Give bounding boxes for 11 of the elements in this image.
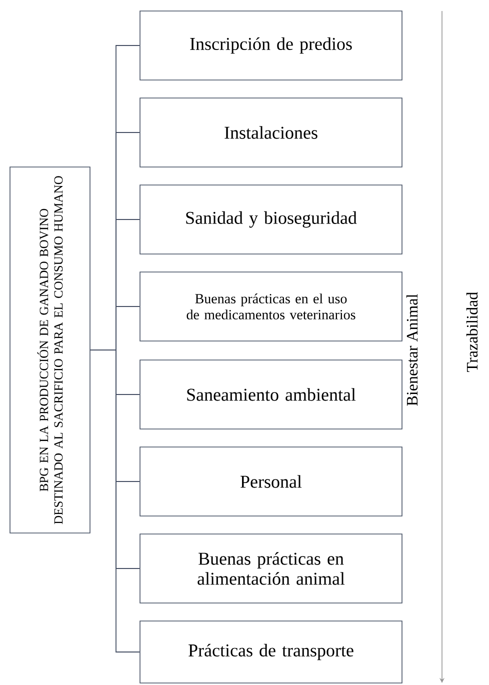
category-box: Instalaciones — [140, 98, 402, 168]
category-box: Buenas prácticas en alimentación animal — [140, 534, 402, 604]
category-box: Personal — [140, 446, 402, 516]
root-box: BPG EN LA PRODUCCIÓN DE GANADO BOVINO DESTINADO AL SACRIFICIO PARA EL CONSUMO HUMANO — [10, 166, 90, 534]
category-box: Inscripción de predios — [140, 10, 402, 80]
category-box: Sanidad y bioseguridad — [140, 184, 402, 254]
side-label: Bienestar Animal — [406, 294, 418, 406]
category-box: Prácticas de transporte — [140, 620, 402, 684]
side-label: Trazabilidad — [466, 292, 478, 372]
category-box: Buenas prácticas en el uso de medicamentos veterinarios — [140, 272, 402, 342]
category-box: Saneamiento ambiental — [140, 360, 402, 430]
